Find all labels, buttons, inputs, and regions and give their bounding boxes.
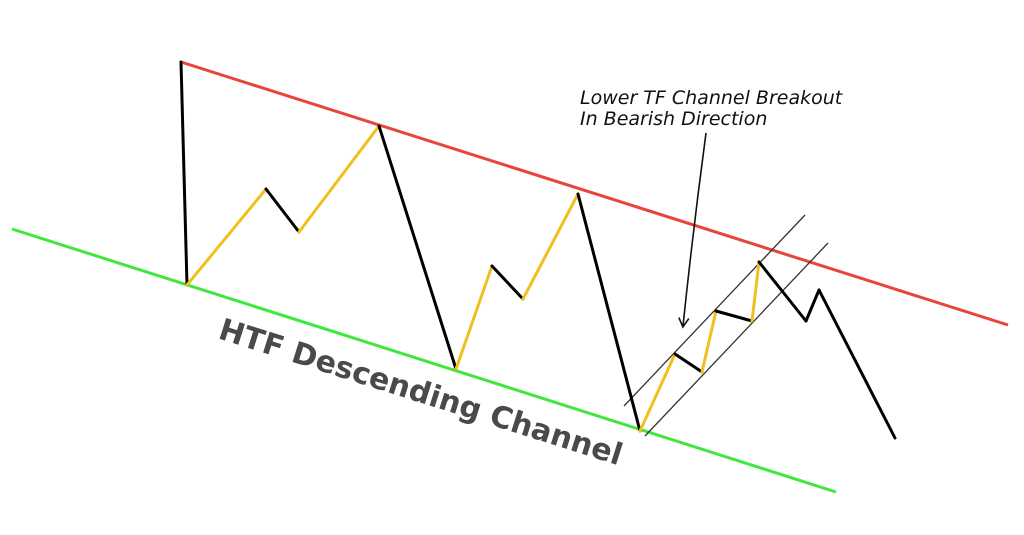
impulse-leg — [490, 264, 525, 301]
annotation-arrow — [678, 132, 707, 329]
price-path — [179, 60, 897, 440]
impulse-leg — [757, 260, 808, 323]
corrective-leg — [521, 192, 580, 301]
corrective-leg — [297, 124, 381, 234]
lower-trendline — [11, 227, 837, 494]
impulse-leg — [576, 192, 642, 433]
impulse-leg — [673, 352, 704, 374]
impulse-leg — [179, 60, 189, 287]
annotation-line-1: Lower TF Channel Breakout — [580, 87, 844, 109]
impulse-leg — [817, 288, 897, 440]
upper-trendline — [180, 60, 1009, 327]
impulse-leg — [714, 309, 754, 323]
minor-channel-upper-line — [623, 214, 806, 407]
annotation-line-2: In Bearish Direction — [580, 108, 767, 130]
impulse-leg — [804, 288, 821, 323]
corrective-leg — [638, 352, 677, 433]
impulse-leg — [264, 187, 301, 234]
impulse-leg — [377, 124, 458, 371]
corrective-leg — [185, 187, 268, 287]
channel-title: HTF Descending Channel — [215, 312, 627, 473]
corrective-leg — [700, 309, 718, 374]
corrective-leg — [454, 264, 494, 371]
minor-channel-lower-line — [644, 242, 829, 437]
corrective-leg — [750, 260, 761, 323]
